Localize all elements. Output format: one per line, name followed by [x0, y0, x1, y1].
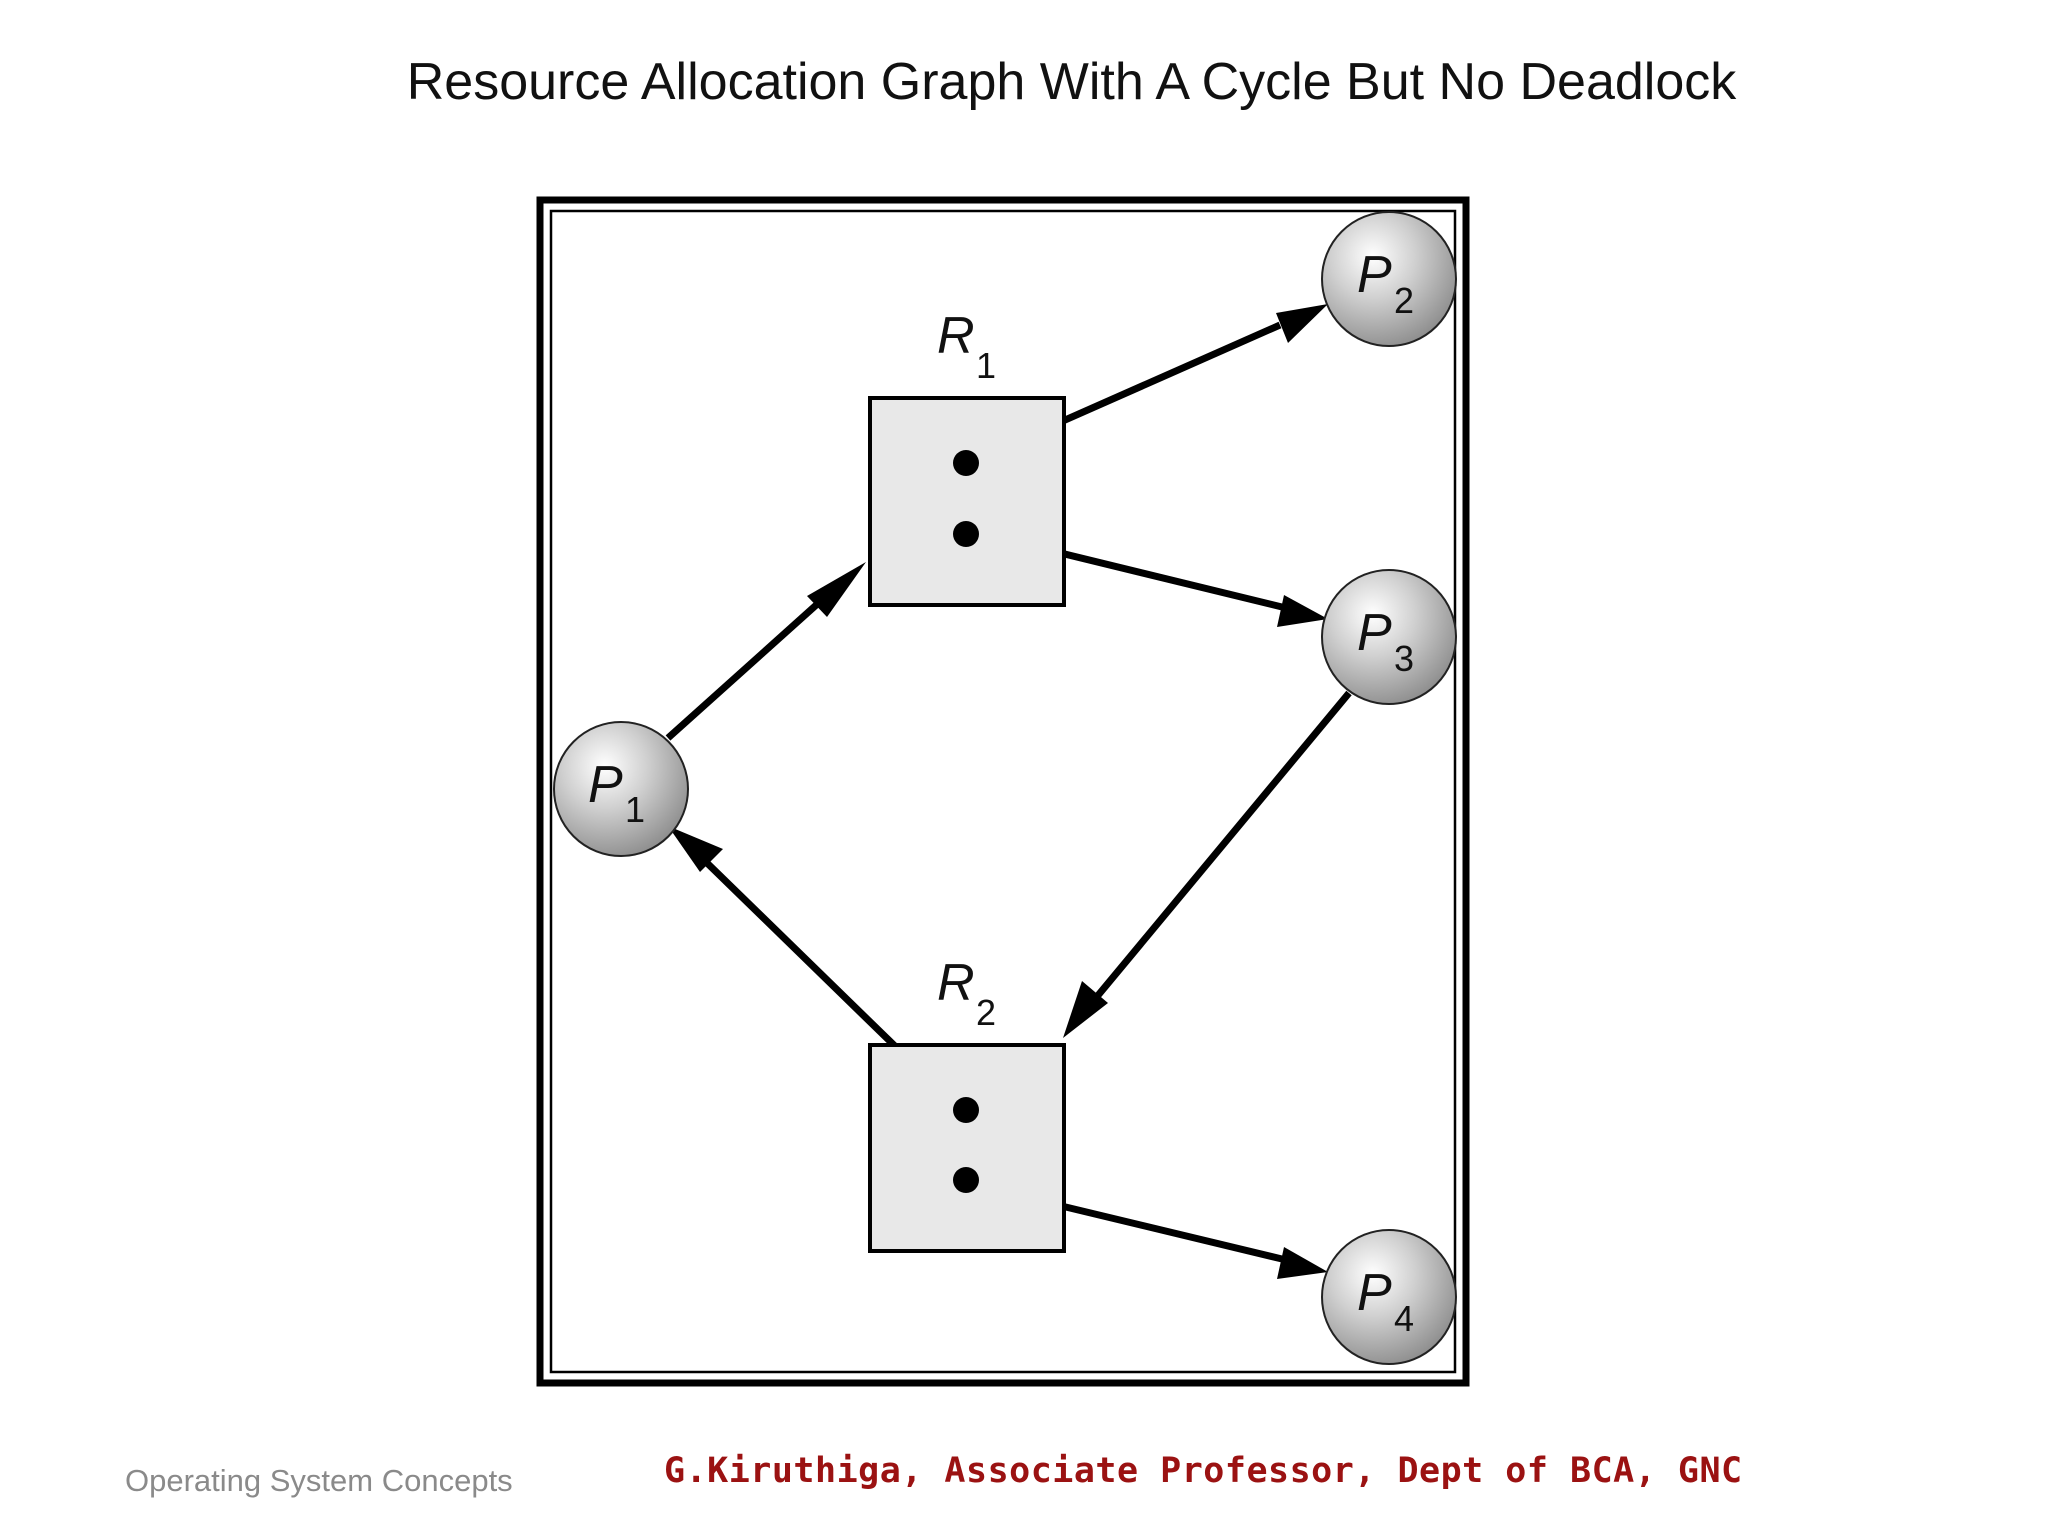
resource-r1: R 1	[868, 307, 1066, 607]
resource-r1-subscript: 1	[976, 345, 996, 386]
slide-title: Resource Allocation Graph With A Cycle B…	[406, 53, 1737, 111]
arrowhead-p3-r2	[1063, 981, 1108, 1038]
process-p1-label: P	[588, 756, 623, 814]
resource-r2-label: R	[937, 954, 975, 1012]
resource-instance-dot	[953, 521, 979, 547]
process-p2: P 2	[1321, 211, 1457, 347]
process-p1-subscript: 1	[625, 789, 645, 830]
process-p3-subscript: 3	[1394, 638, 1414, 679]
process-p1: P 1	[553, 721, 689, 857]
resource-instance-dot	[953, 1097, 979, 1123]
process-p4: P 4	[1321, 1229, 1457, 1365]
process-p2-subscript: 2	[1394, 280, 1414, 321]
arrowhead-p1-r1	[807, 562, 866, 617]
process-p2-label: P	[1357, 246, 1392, 304]
resource-instance-dot	[953, 450, 979, 476]
process-p4-subscript: 4	[1394, 1298, 1414, 1339]
footer-course-name: Operating System Concepts	[125, 1463, 513, 1498]
resource-r2-subscript: 2	[976, 992, 996, 1033]
process-p4-label: P	[1357, 1264, 1392, 1322]
arrowhead-r2-p4	[1277, 1247, 1328, 1279]
diagram-frame-inner	[549, 209, 1457, 1374]
edge-p3-r2	[1092, 690, 1352, 1002]
resource-r1-label: R	[937, 307, 975, 365]
arrowhead-r1-p3	[1277, 595, 1328, 627]
process-p3-label: P	[1357, 604, 1392, 662]
resource-instance-dot	[953, 1167, 979, 1193]
arrowhead-r1-p2	[1276, 304, 1328, 343]
process-p3: P 3	[1321, 569, 1457, 705]
edge-p1-r1	[665, 578, 846, 741]
arrowhead-r2-p1	[668, 826, 723, 872]
resource-r2: R 2	[868, 954, 1066, 1253]
footer-credit: G.Kiruthiga, Associate Professor, Dept o…	[664, 1451, 1743, 1491]
